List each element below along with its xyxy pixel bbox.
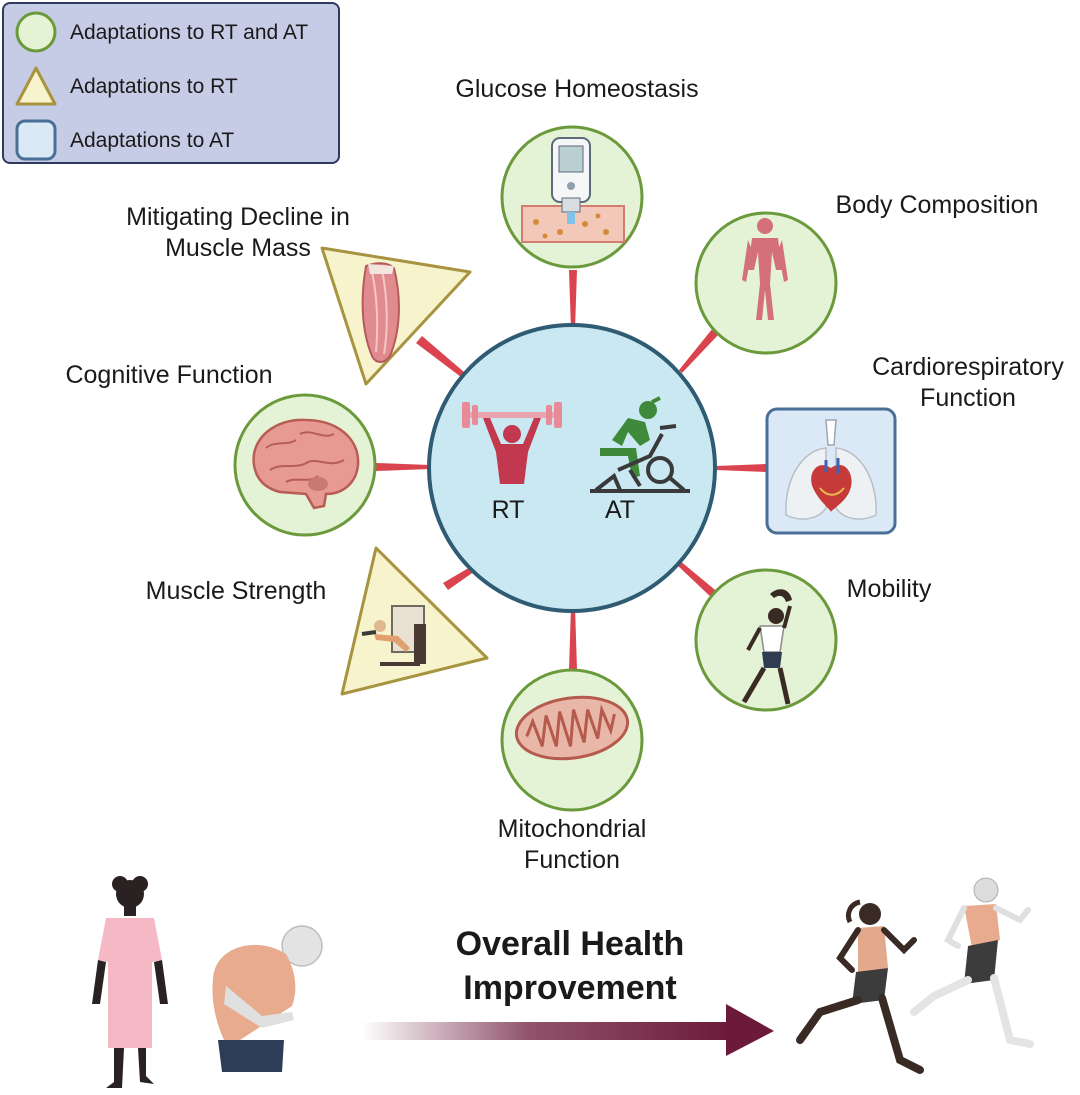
connector-glucose	[569, 270, 577, 330]
node-cardiorespiratory	[765, 407, 897, 535]
node-body-composition	[694, 211, 838, 355]
stretching-person-icon	[741, 589, 792, 705]
connector-muscle-mass	[416, 336, 464, 377]
node-muscle-strength	[340, 546, 489, 696]
center-circle	[427, 323, 717, 613]
label-mitochondrial: Mitochondrial Function	[456, 814, 688, 876]
node-mitochondrial	[500, 668, 644, 812]
label-cognitive: Cognitive Function	[65, 361, 273, 389]
weightlifter-icon	[462, 402, 562, 484]
label-cardiorespiratory: Cardiorespiratory Function	[856, 352, 1080, 414]
connector-body-composition	[679, 328, 719, 373]
at-label: AT	[604, 496, 636, 524]
headline-line: Improvement	[463, 969, 677, 1007]
node-mobility	[694, 568, 838, 712]
legend-label: Adaptations to RT	[70, 75, 238, 98]
hunched-man-icon	[212, 925, 323, 1072]
label-body-composition: Body Composition	[835, 191, 1039, 219]
legend-label: Adaptations to RT and AT	[70, 21, 309, 44]
headline-line: Overall Health	[455, 925, 685, 963]
brain-icon	[252, 418, 360, 510]
connector-cardiorespiratory	[716, 464, 766, 472]
heart-lungs-icon	[785, 419, 877, 520]
legend-item-rt-and-at: Adaptations to RT and AT	[14, 10, 334, 54]
legend: Adaptations to RT and AT Adaptations to …	[2, 2, 340, 164]
label-line: Function	[920, 384, 1016, 412]
glucose-meter-icon	[551, 137, 591, 224]
label-line: Mitochondrial	[497, 815, 647, 843]
mitochondrion-icon	[514, 695, 630, 761]
legend-item-at: Adaptations to AT	[14, 118, 334, 162]
legend-item-rt: Adaptations to RT	[14, 64, 334, 108]
legend-label: Adaptations to AT	[70, 129, 235, 152]
label-mobility: Mobility	[846, 575, 932, 603]
leg-press-machine-icon	[361, 605, 426, 666]
improvement-arrow	[362, 1004, 774, 1056]
muscle-tissue-icon	[361, 262, 400, 363]
legend-triangle-symbol	[15, 66, 57, 106]
connector-muscle-strength	[443, 566, 475, 590]
label-line: Cardiorespiratory	[872, 353, 1064, 381]
connector-cognitive	[376, 463, 430, 471]
node-muscle-mass	[320, 246, 472, 386]
connector-mitochondrial	[569, 606, 577, 670]
node-cognitive	[233, 393, 377, 537]
cyclist-icon	[590, 396, 690, 493]
muscle-body-icon	[742, 218, 788, 320]
headline: Overall Health Improvement	[390, 922, 750, 1010]
sedentary-woman-icon	[92, 876, 168, 1088]
label-muscle-mass: Mitigating Decline in Muscle Mass	[96, 202, 380, 264]
legend-square-symbol	[15, 119, 57, 161]
label-line: Mitigating Decline in	[126, 203, 350, 231]
label-line: Function	[524, 846, 620, 874]
label-line: Muscle Mass	[165, 234, 311, 262]
running-woman-icon	[796, 899, 924, 1074]
label-glucose: Glucose Homeostasis	[455, 75, 699, 103]
running-man-icon	[910, 877, 1034, 1048]
rt-label: RT	[491, 496, 525, 524]
label-muscle-strength: Muscle Strength	[145, 577, 327, 605]
connectors	[376, 270, 766, 670]
node-glucose	[500, 125, 644, 269]
connector-mobility	[676, 560, 720, 600]
legend-circle-symbol	[15, 11, 57, 53]
